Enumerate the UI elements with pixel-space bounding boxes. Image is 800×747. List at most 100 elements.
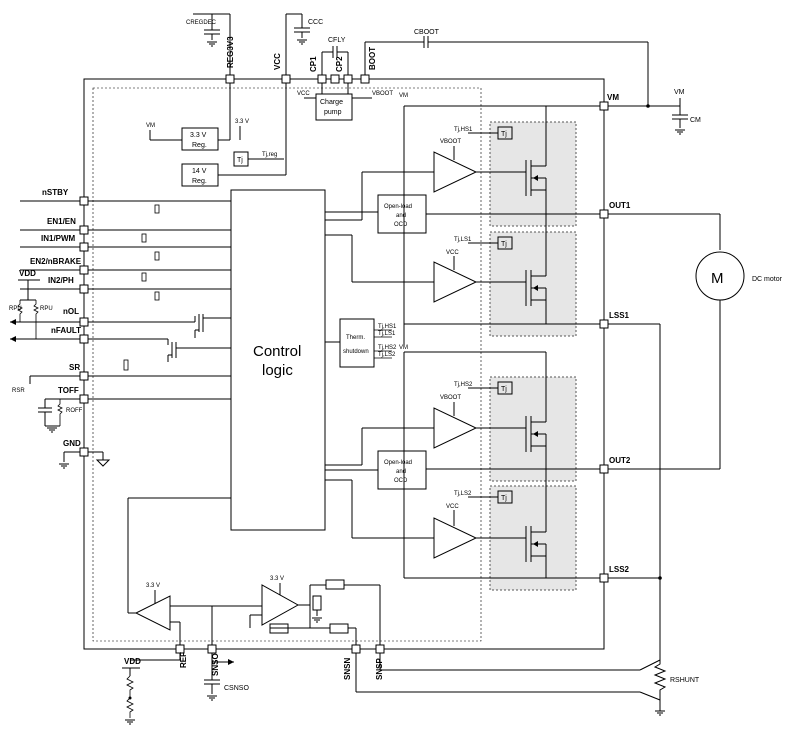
vm-reg-label: VM	[146, 123, 155, 129]
in1-label: IN1/PWM	[41, 234, 76, 243]
ol1-label-c: OCD	[394, 222, 408, 228]
en1-label: EN1/EN	[47, 217, 76, 226]
out2-pin[interactable]	[599, 464, 609, 474]
hs1-gate-driver	[433, 151, 478, 193]
rpu2-label: RPU	[40, 306, 53, 312]
tj-hs1-box-label: Tj	[501, 131, 507, 138]
en2-pin[interactable]	[79, 265, 89, 275]
snsn-label: SNSN	[343, 658, 352, 680]
ol1-label-b: and	[396, 213, 406, 219]
rpu1-label: RPU	[9, 306, 22, 312]
charge-pump-label-2: pump	[324, 109, 342, 116]
nfault-label: nFAULT	[51, 326, 81, 335]
tj-hs1-in-label: Tj,HS1	[378, 324, 397, 330]
out1-pin[interactable]	[599, 209, 609, 219]
out2-label: OUT2	[609, 456, 631, 465]
sr-label: SR	[69, 363, 80, 372]
tj-ls2-in-label: Tj,LS2	[378, 352, 396, 358]
vm-pin[interactable]	[599, 101, 609, 111]
hs2-gate-driver	[433, 407, 478, 449]
tj-hs1-label: Tj,HS1	[454, 127, 473, 133]
reg33-label-2: Reg.	[192, 142, 207, 149]
nol-pin[interactable]	[79, 317, 89, 327]
control-logic-label-1: Control	[253, 343, 301, 360]
tjreg-label: Tj,reg	[262, 152, 277, 158]
out1-label: OUT1	[609, 201, 631, 210]
reg14-label-2: Reg.	[192, 178, 207, 185]
cp2-pin[interactable]	[343, 74, 353, 84]
vcc-drv1-label: VCC	[446, 250, 459, 256]
motor-m-label: M	[711, 270, 724, 287]
reg3v3-pin[interactable]	[225, 74, 235, 84]
roff-label: ROFF	[66, 408, 83, 414]
nfault-pin[interactable]	[79, 334, 89, 344]
ol2-label-a: Open-load	[384, 460, 412, 466]
reg3v3-pin-label: REG3V3	[226, 36, 235, 68]
rsr-label: RSR	[12, 388, 25, 394]
ccc-label: CCC	[308, 19, 323, 26]
cm-label: CM	[690, 117, 701, 124]
nstby-label: nSTBY	[42, 188, 69, 197]
toff-pin[interactable]	[79, 394, 89, 404]
cp1-pin-label: CP1	[309, 56, 318, 72]
vboot-cp-label: VBOOT	[372, 91, 393, 97]
csnso-label: CSNSO	[224, 685, 249, 692]
ol2-label-c: OCD	[394, 478, 408, 484]
cp1-pin[interactable]	[317, 74, 327, 84]
gnd-pin[interactable]	[79, 447, 89, 457]
in1-pin[interactable]	[79, 242, 89, 252]
input-resistor-right	[329, 623, 349, 634]
gnd-label: GND	[63, 439, 81, 448]
tj-ls1-box-label: Tj	[501, 241, 507, 248]
vboot-drv1-label: VBOOT	[440, 139, 461, 145]
therm-label-1: Therm.	[346, 335, 365, 341]
vcc-pin-label: VCC	[273, 53, 282, 70]
en1-pin[interactable]	[79, 225, 89, 235]
tj-ls1-in-label: Tj,LS1	[378, 331, 396, 337]
toff-label: TOFF	[58, 386, 79, 395]
tj-hs2-box-label: Tj	[501, 386, 507, 393]
ref-pin[interactable]	[175, 644, 185, 654]
tj-ls2-label: Tj,LS2	[454, 491, 472, 497]
boot-pin[interactable]	[360, 74, 370, 84]
ls1-gate-driver	[433, 261, 478, 303]
reg33-label-1: 3.3 V	[190, 132, 207, 139]
cp-extra-pin	[330, 74, 340, 84]
reg-3v3-block	[181, 127, 219, 151]
snso-pin[interactable]	[207, 644, 217, 654]
vcc-pin[interactable]	[281, 74, 291, 84]
lss2-label: LSS2	[609, 565, 630, 574]
cfly-label: CFLY	[328, 37, 346, 44]
snsn-pin[interactable]	[351, 644, 361, 654]
snsp-pin[interactable]	[375, 644, 385, 654]
ol2-label-b: and	[396, 469, 406, 475]
control-logic-block	[230, 189, 326, 531]
thermal-shutdown-block	[339, 318, 375, 368]
in2-label: IN2/PH	[48, 276, 74, 285]
ol1-label-a: Open-load	[384, 204, 412, 210]
therm-label-2: shutdown	[343, 349, 369, 355]
nstby-pin[interactable]	[79, 196, 89, 206]
ic-die-region	[92, 87, 482, 642]
in2-pin[interactable]	[79, 284, 89, 294]
gain-resistor-mid	[312, 595, 322, 611]
lss1-pin[interactable]	[599, 319, 609, 329]
control-logic-label-2: logic	[262, 362, 293, 379]
lss2-pin[interactable]	[599, 573, 609, 583]
snso-label: SNSO	[211, 653, 220, 676]
vdd-bottom-label: VDD	[124, 657, 141, 666]
charge-pump-label-1: Charge	[320, 99, 343, 106]
ls2-gate-driver	[433, 517, 478, 559]
left-pin-group: nSTBY EN1/EN IN1/PWM EN2/nBRAKE IN2/PH V…	[9, 188, 231, 469]
hs2-fet-region	[489, 376, 577, 482]
rshunt-label: RSHUNT	[670, 677, 700, 684]
tj-hs2-label: Tj,HS2	[454, 382, 473, 388]
reg14-label-1: 14 V	[192, 168, 207, 175]
vm-internal-label: VM	[399, 93, 408, 99]
vdd-left-label: VDD	[19, 269, 36, 278]
vboot-drv2-label: VBOOT	[440, 395, 461, 401]
nol-label: nOL	[63, 307, 79, 316]
feedback-resistor-top	[325, 579, 345, 590]
cp2-pin-label: CP2	[335, 56, 344, 72]
sr-pin[interactable]	[79, 371, 89, 381]
